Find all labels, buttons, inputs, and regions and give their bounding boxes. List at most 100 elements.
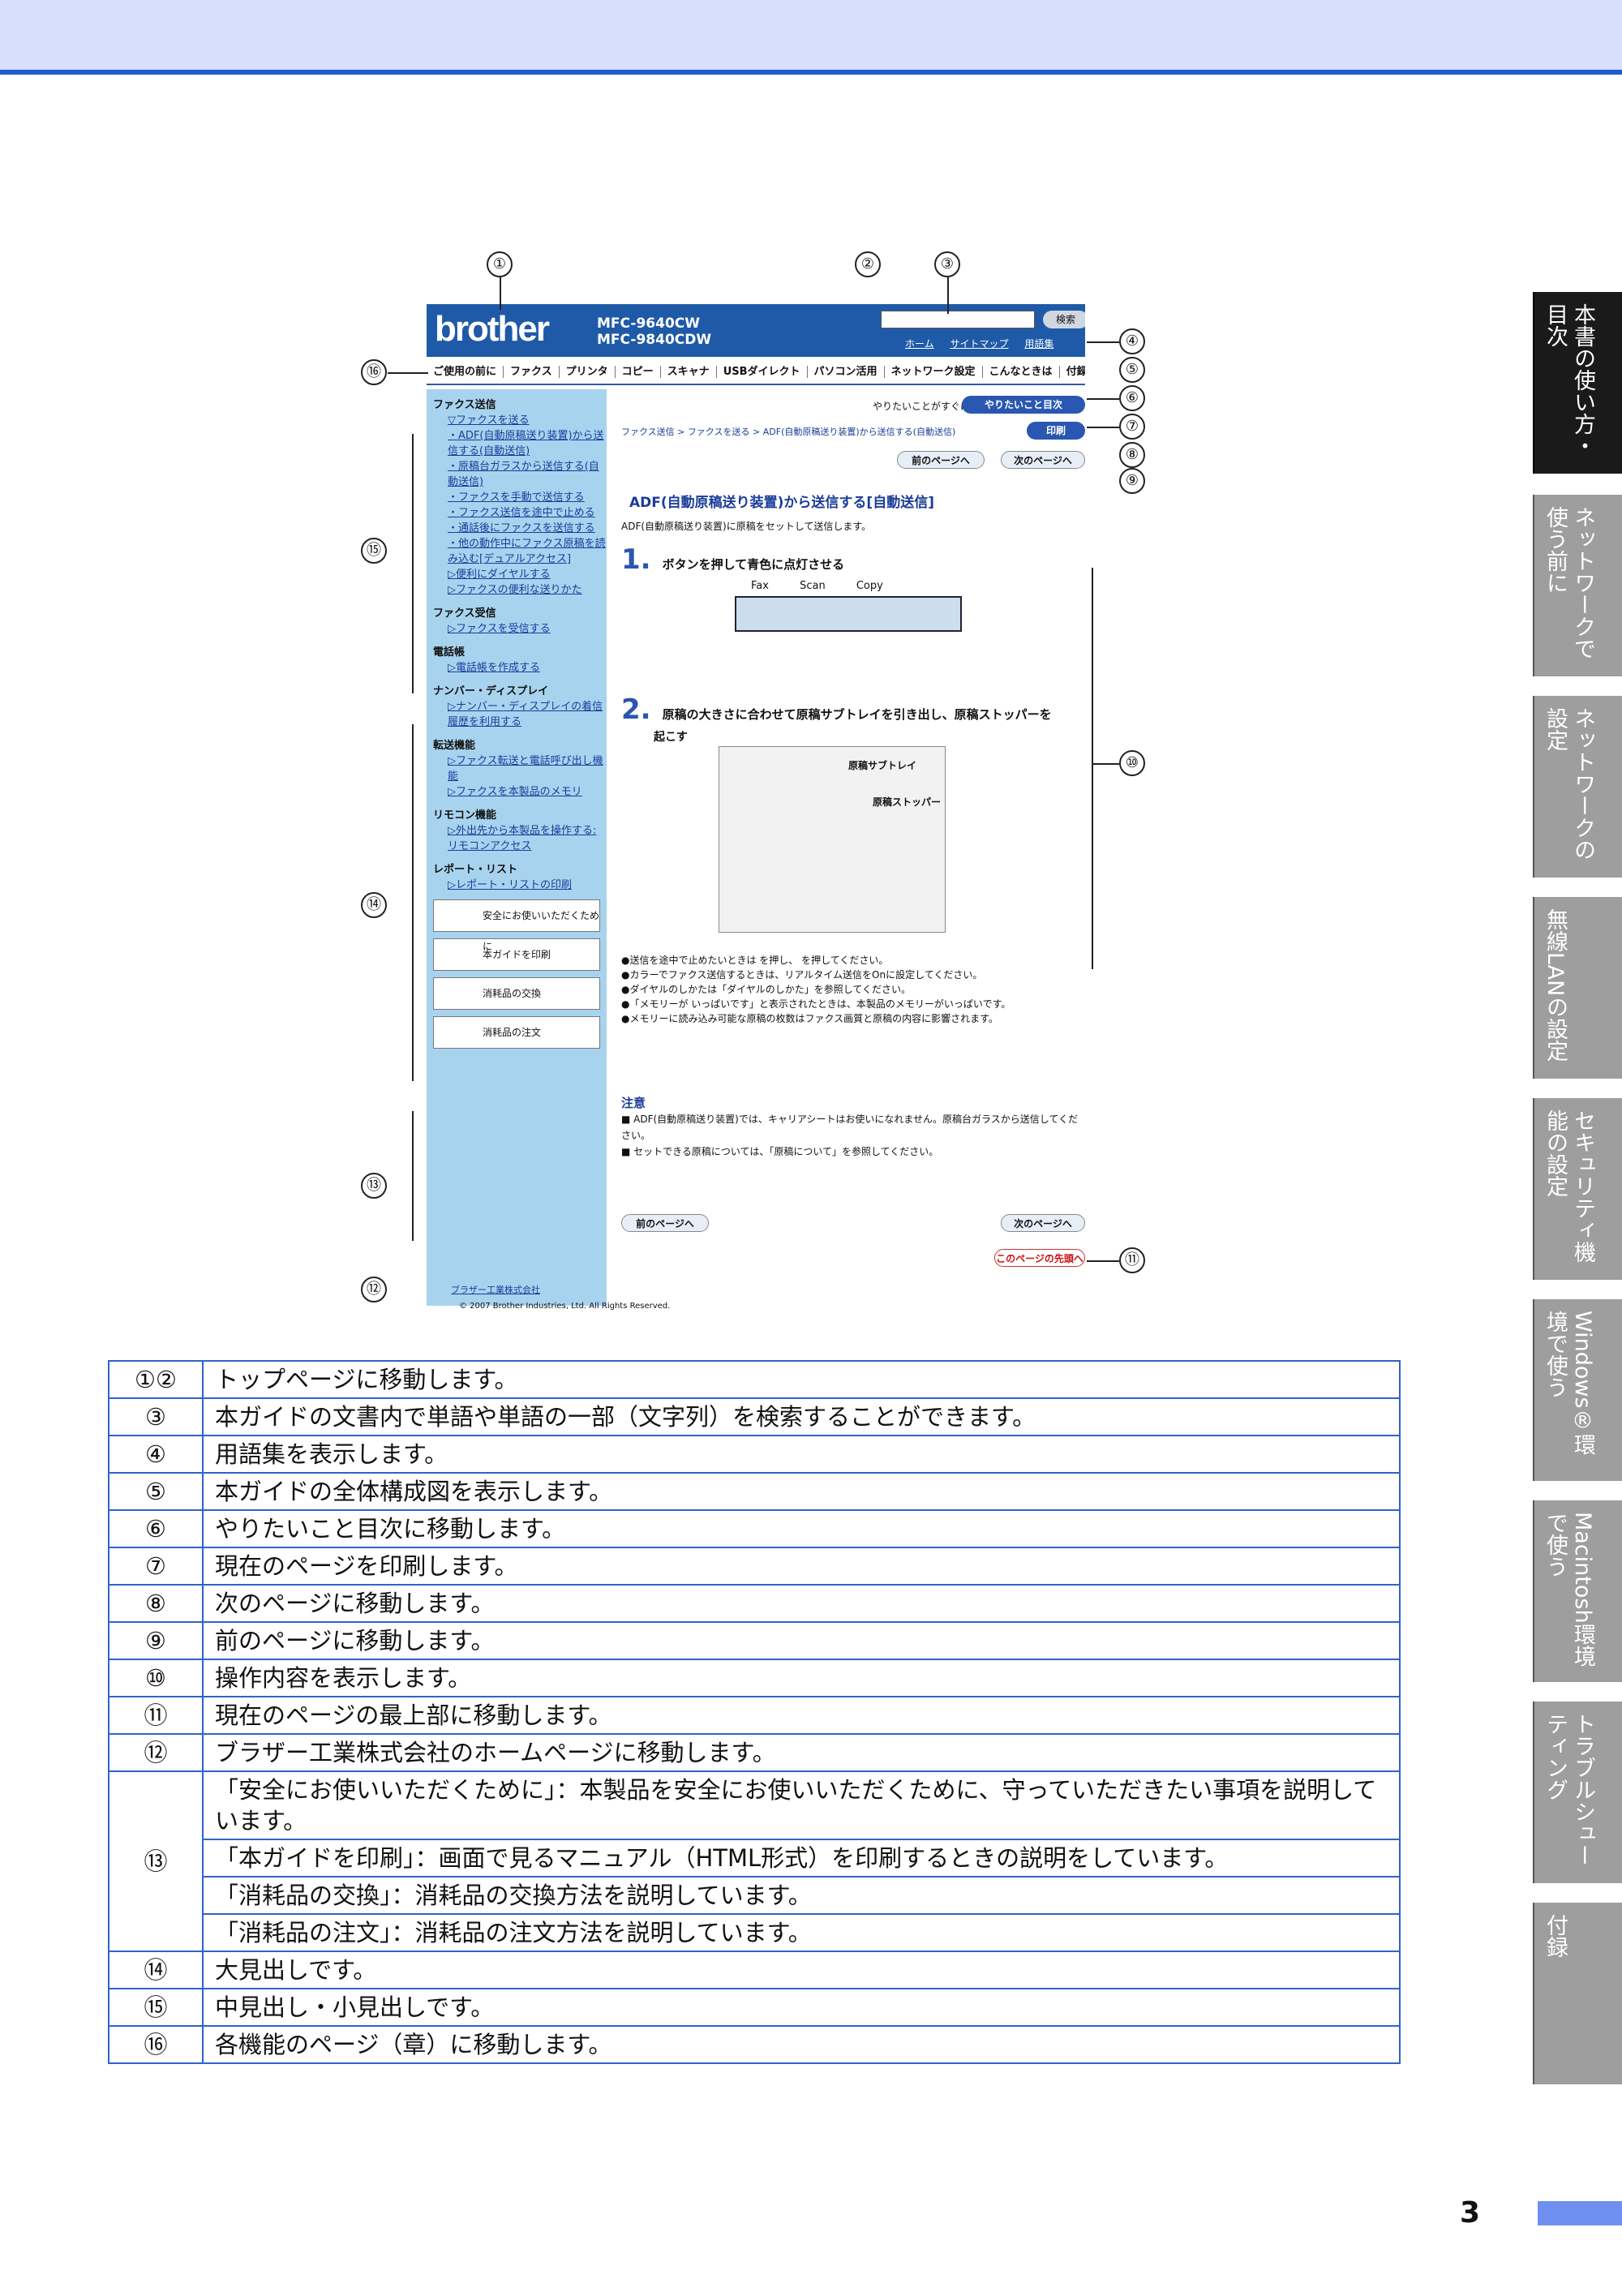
- row-desc: 大見出しです。: [202, 1951, 1401, 1989]
- nav-item[interactable]: USBダイレクト: [716, 366, 808, 378]
- home-link[interactable]: ホーム: [905, 338, 934, 350]
- sidebar-link[interactable]: ▷電話帳を作成する: [448, 662, 540, 674]
- sidebar-link[interactable]: ▽ファクスを送る: [448, 414, 530, 427]
- note-line: ●「メモリーが いっぱいです」と表示されたときは、本製品のメモリーがいっぱいです…: [621, 998, 1011, 1010]
- row-desc: 「消耗品の交換」：消耗品の交換方法を説明しています。: [202, 1876, 1401, 1915]
- nav-item[interactable]: 付録: [1059, 366, 1085, 378]
- nav-item[interactable]: プリンタ: [559, 366, 616, 378]
- note-line: ●カラーでファクス送信するときは、リアルタイム送信をOnに設定してください。: [621, 969, 983, 981]
- tab-macintosh[interactable]: Macintosh環境で使う: [1533, 1500, 1622, 1682]
- nav-item[interactable]: ご使用の前に: [427, 366, 504, 378]
- row-desc: 現在のページを印刷します。: [202, 1547, 1401, 1586]
- page-top-button[interactable]: このページの先頭へ: [994, 1249, 1085, 1267]
- row-desc: 操作内容を表示します。: [202, 1659, 1401, 1697]
- leader-line: [1087, 341, 1119, 343]
- model-names: MFC-9640CW MFC-9840CDW: [597, 315, 711, 348]
- row-key: ⑯: [108, 2025, 204, 2064]
- tab-appendix[interactable]: 付録: [1533, 1903, 1622, 2084]
- brother-logo[interactable]: brother: [435, 309, 550, 349]
- row-desc: 次のページに移動します。: [202, 1584, 1401, 1623]
- nav-item[interactable]: こんなときは: [982, 366, 1060, 378]
- sidebar-link[interactable]: ▷レポート・リストの印刷: [448, 879, 572, 891]
- callout-1: ①: [487, 251, 513, 277]
- tab-wireless-lan[interactable]: 無線LANの設定: [1533, 897, 1622, 1079]
- row-key: ⑥: [108, 1509, 204, 1548]
- sidebar-link[interactable]: ▷ファクス転送と電話呼び出し機能: [448, 755, 603, 783]
- memo-notes: ●送信を途中で止めたいときは を押し、 を押してください。 ●カラーでファクス送…: [621, 953, 1011, 1026]
- print-guide-banner[interactable]: 本ガイドを印刷: [433, 938, 600, 971]
- supplies-replace-banner[interactable]: 消耗品の交換: [433, 977, 600, 1010]
- row-desc: 「本ガイドを印刷」：画面で見るマニュアル（HTML形式）を印刷するときの説明をし…: [202, 1839, 1401, 1878]
- nav-item[interactable]: パソコン活用: [807, 366, 885, 378]
- callout-11: ⑪: [1119, 1247, 1145, 1273]
- next-page-button-bottom[interactable]: 次のページへ: [1001, 1214, 1085, 1232]
- sidebar-link[interactable]: ・ファクスを手動で送信する: [448, 491, 585, 504]
- prev-page-button-bottom[interactable]: 前のページへ: [621, 1214, 709, 1232]
- sidebar-link[interactable]: ・ADF(自動原稿送り装置)から送信する(自動送信): [448, 430, 604, 457]
- next-page-button[interactable]: 次のページへ: [1001, 451, 1085, 469]
- row-desc: トップページに移動します。: [202, 1360, 1401, 1399]
- tab-label: ネットワークの設定: [1543, 707, 1595, 860]
- callout-2: ②: [855, 251, 881, 277]
- tab-network-settings[interactable]: ネットワークの設定: [1533, 696, 1622, 878]
- supplies-order-banner[interactable]: 消耗品の注文: [433, 1016, 600, 1049]
- tab-troubleshooting[interactable]: トラブルシューティング: [1533, 1702, 1622, 1883]
- content-title: ADF(自動原稿送り装置)から送信する[自動送信]: [629, 495, 934, 511]
- note-line: ●ダイヤルのしかたは「ダイヤルのしかた」を参照してください。: [621, 984, 912, 995]
- sidebar-link[interactable]: ▷ファクスを本製品のメモリ: [448, 786, 582, 798]
- nav-item[interactable]: ネットワーク設定: [884, 366, 983, 378]
- callout-4: ④: [1119, 328, 1145, 354]
- caution-line: ■ ADF(自動原稿送り装置)では、キャリアシートはお使いになれません。原稿台ガ…: [621, 1114, 1079, 1141]
- sidebar-link[interactable]: ・通話後にファクスを送信する: [448, 522, 595, 534]
- nav-item[interactable]: コピー: [615, 366, 661, 378]
- sidebar-link[interactable]: ・他の動作中にファクス原稿を読み込む[デュアルアクセス]: [448, 538, 606, 565]
- tab-windows[interactable]: Windows®環境で使う: [1533, 1299, 1622, 1481]
- nav-item[interactable]: ファクス: [504, 366, 560, 378]
- sidebar-heading: リモコン機能: [433, 809, 497, 822]
- glossary-link[interactable]: 用語集: [1024, 338, 1054, 350]
- print-button[interactable]: 印刷: [1027, 422, 1085, 440]
- sidebar-link[interactable]: ▷便利にダイヤルする: [448, 569, 551, 581]
- sidebar-link[interactable]: ▷ファクスの便利な送りかた: [448, 584, 582, 596]
- note-line: ●送信を途中で止めたいときは を押し、 を押してください。: [621, 955, 889, 966]
- task-index-button[interactable]: やりたいこと目次: [962, 396, 1085, 414]
- model-name-2: MFC-9840CDW: [597, 332, 712, 348]
- safety-banner[interactable]: 安全にお使いいただくために: [433, 899, 600, 952]
- callout-9: ⑨: [1119, 468, 1145, 494]
- search-input[interactable]: [881, 311, 1035, 328]
- model-name-1: MFC-9640CW: [597, 315, 700, 332]
- prev-page-button[interactable]: 前のページへ: [897, 451, 985, 469]
- leader-line: [1087, 398, 1119, 400]
- sidebar-link[interactable]: ・ファクス送信を途中で止める: [448, 507, 595, 519]
- tab-how-to-use[interactable]: 本書の使い方・目次: [1533, 292, 1622, 474]
- tab-before-network[interactable]: ネットワークで使う前に: [1533, 495, 1622, 676]
- row-key: ⑦: [108, 1547, 204, 1586]
- sidebar-link[interactable]: ▷ファクスを受信する: [448, 623, 551, 635]
- tab-label: 無線LANの設定: [1543, 908, 1568, 1062]
- row-desc: 現在のページの最上部に移動します。: [202, 1696, 1401, 1735]
- brother-home-link[interactable]: ブラザー工業株式会社: [451, 1285, 540, 1295]
- callout-13: ⑬: [361, 1173, 387, 1199]
- sidebar-link[interactable]: ▷ナンバー・ディスプレイの着信履歴を利用する: [448, 701, 603, 728]
- adf-illustration: [719, 746, 946, 933]
- bracket-line: [1092, 568, 1093, 969]
- content-intro: ADF(自動原稿送り装置)に原稿をセットして送信します。: [621, 521, 872, 532]
- row-desc: 前のページに移動します。: [202, 1621, 1401, 1660]
- sidebar-heading: 転送機能: [433, 740, 476, 752]
- sitemap-link[interactable]: サイトマップ: [950, 338, 1009, 350]
- nav-item[interactable]: スキャナ: [660, 366, 717, 378]
- step-number: 2.: [621, 693, 651, 726]
- sidebar: ファクス送信 ▽ファクスを送る ・ADF(自動原稿送り装置)から送信する(自動送…: [427, 389, 607, 1306]
- page-number-bar: [1538, 2201, 1622, 2225]
- search-button[interactable]: 検索: [1043, 311, 1085, 328]
- sidebar-heading: ファクス受信: [433, 607, 496, 620]
- sidebar-link[interactable]: ・原稿台ガラスから送信する(自動送信): [448, 461, 599, 488]
- sidebar-link[interactable]: ▷外出先から本製品を操作する:リモコンアクセス: [448, 825, 597, 852]
- step-text-cont: 起こす: [654, 731, 688, 744]
- tab-security[interactable]: セキュリティ機能の設定: [1533, 1098, 1622, 1280]
